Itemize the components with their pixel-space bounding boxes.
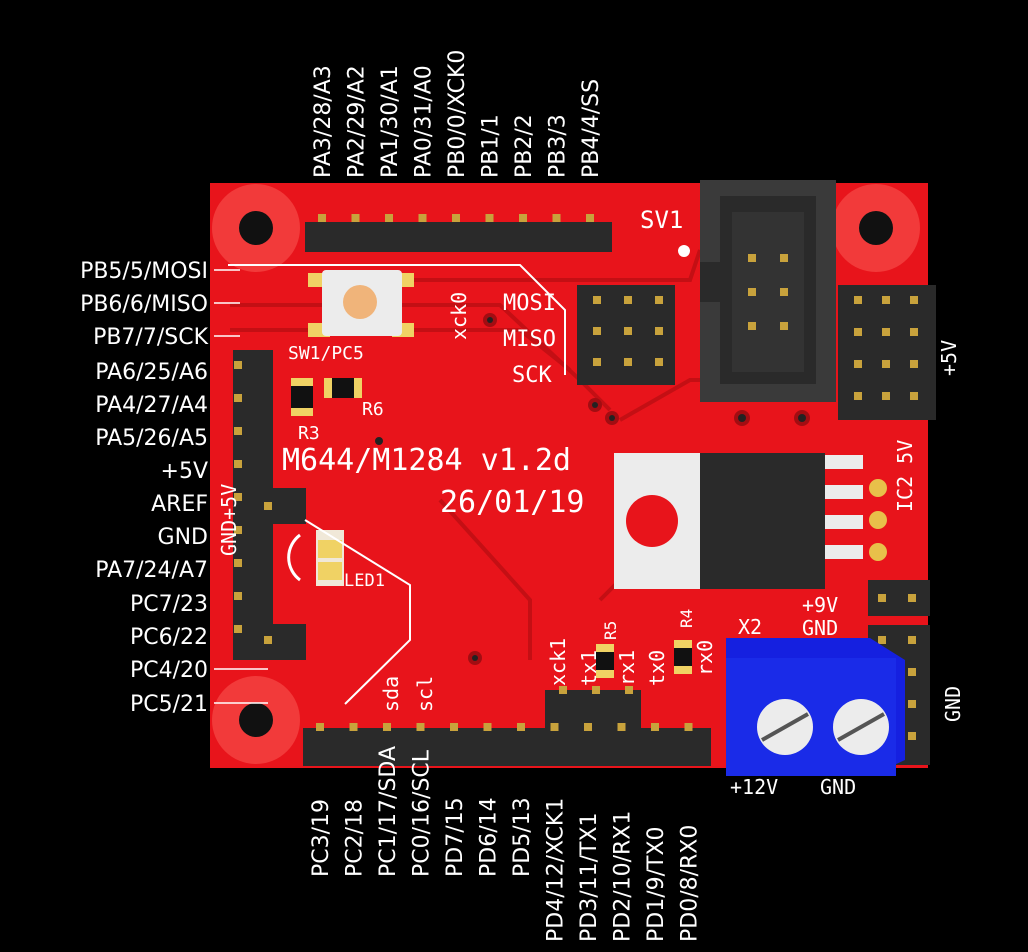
board-title: M644/M1284 v1.2d <box>282 443 571 478</box>
silk-miso: MISO <box>503 327 556 352</box>
silk-r4: R4 <box>677 609 696 628</box>
bottom-pin-label: PD5/13 <box>510 797 535 877</box>
left-header <box>233 350 306 660</box>
bottom-header <box>303 686 711 766</box>
left-pin-label: PC7/23 <box>130 592 208 617</box>
bottom-pin-label: PD0/8/RX0 <box>678 825 703 942</box>
silk-r6: R6 <box>362 399 384 420</box>
left-pin-label: AREF <box>151 492 208 517</box>
silk-plus12v: +12V <box>730 775 778 799</box>
silk-gnd-9v: GND <box>802 616 838 640</box>
silk-r5: R5 <box>601 621 620 640</box>
silk-sda: sda <box>379 676 403 712</box>
screw-terminal-x2 <box>726 638 905 776</box>
board-date: 26/01/19 <box>440 485 585 520</box>
bottom-pin-label: PD7/15 <box>443 797 468 877</box>
bottom-pin-label: PC2/18 <box>343 799 368 877</box>
silk-sv1: SV1 <box>640 206 683 234</box>
voltage-regulator <box>614 453 887 589</box>
left-pin-label: PB7/7/SCK <box>93 325 209 350</box>
bottom-pin-label: PD1/9/TX0 <box>644 826 669 942</box>
top-header <box>305 214 612 252</box>
top-pin-label: PB2/2 <box>512 114 537 178</box>
bottom-pin-label: PD4/12/XCK1 <box>544 798 569 942</box>
left-pin-label: +5V <box>161 459 208 484</box>
top-pin-label: PB3/3 <box>546 114 571 178</box>
left-pin-label: PC4/20 <box>130 658 208 683</box>
silk-plus9v: +9V <box>802 593 838 617</box>
silk-gnd-terminal: GND <box>820 775 856 799</box>
silk-tx0: tx0 <box>645 650 669 686</box>
silk-led1: LED1 <box>344 571 385 591</box>
silk-sw1: SW1/PC5 <box>288 343 364 364</box>
right-header-5v <box>838 285 936 420</box>
led1 <box>287 530 344 586</box>
silk-mosi: MOSI <box>503 291 556 316</box>
bottom-pin-label: PC0/16/SCL <box>410 749 435 877</box>
silk-tx1: tx1 <box>577 650 601 686</box>
bottom-pin-label: PD3/11/TX1 <box>577 812 602 942</box>
top-pin-label: PB0/0/XCK0 <box>445 50 470 178</box>
resistors <box>291 378 692 678</box>
sv1-connector <box>700 180 836 402</box>
top-pin-label: PA3/28/A3 <box>311 65 336 178</box>
vias <box>375 313 810 665</box>
left-pin-label: PC6/22 <box>130 625 208 650</box>
silk-gnd-right: GND <box>941 686 965 722</box>
silk-ic2: IC2 5V <box>893 440 917 512</box>
left-pin-label: GND <box>158 525 208 550</box>
top-pin-label: PB1/1 <box>479 114 504 178</box>
top-pin-label: PA1/30/A1 <box>378 65 403 178</box>
left-pin-label: PB5/5/MOSI <box>80 259 208 284</box>
left-pin-label: PB6/6/MISO <box>80 292 208 317</box>
left-pin-label: PA6/25/A6 <box>95 360 208 385</box>
bottom-pin-label: PD6/14 <box>477 797 502 877</box>
silk-xck0: xck0 <box>447 292 471 340</box>
silk-sck: SCK <box>512 363 552 388</box>
sw1-button <box>308 270 414 337</box>
silk-rx0: rx0 <box>693 640 717 676</box>
bottom-pin-label: PC3/19 <box>309 799 334 877</box>
silk-plus5v-right: +5V <box>937 340 961 376</box>
silk-x2: X2 <box>738 615 762 639</box>
isp-header <box>577 285 675 385</box>
left-pin-label: PA7/24/A7 <box>95 558 208 583</box>
silk-xck1: xck1 <box>546 638 570 686</box>
silk-r3: R3 <box>298 423 320 444</box>
top-pin-label: PB4/4/SS <box>579 79 604 178</box>
left-pin-label: PA5/26/A5 <box>95 426 208 451</box>
silk-gnd-5v: GND+5V <box>217 484 241 556</box>
silk-outlines <box>228 264 566 705</box>
sv1-pin1-dot <box>678 245 690 257</box>
mounting-holes <box>212 184 920 764</box>
bottom-pin-label: PC1/17/SDA <box>376 746 401 877</box>
top-pin-label: PA0/31/A0 <box>412 65 437 178</box>
left-pin-label: PA4/27/A4 <box>95 393 208 418</box>
bottom-pin-label: PD2/10/RX1 <box>611 811 636 942</box>
silk-scl: scl <box>413 676 437 712</box>
silk-rx1: rx1 <box>615 650 639 686</box>
top-pin-label: PA2/29/A2 <box>345 65 370 178</box>
left-pin-label: PC5/21 <box>130 692 208 717</box>
